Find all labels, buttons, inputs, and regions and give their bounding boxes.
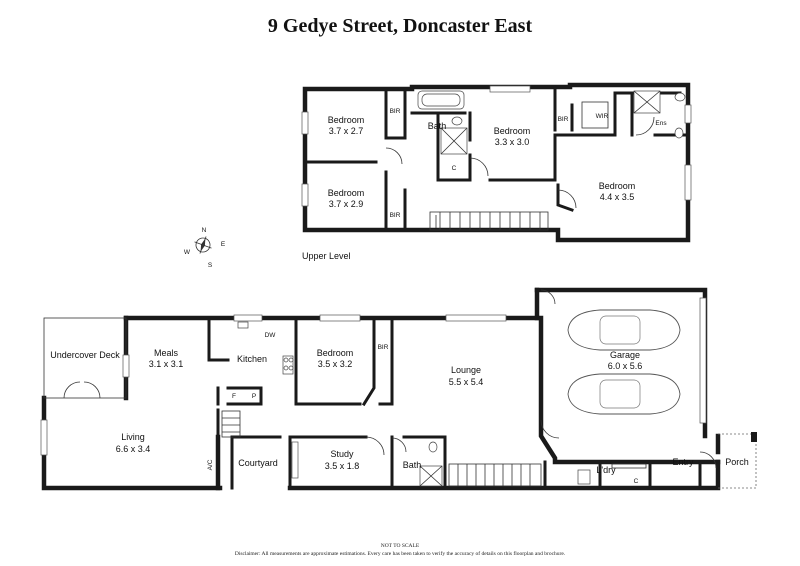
living-name: Living bbox=[121, 432, 145, 442]
kitchen-label: Kitchen bbox=[237, 354, 267, 364]
entry-label: Entry bbox=[672, 457, 694, 467]
porch-label: Porch bbox=[725, 457, 749, 467]
ground-bedroom-size: 3.5 x 3.2 bbox=[318, 359, 353, 369]
disclaimer: Disclaimer: All measurements are approxi… bbox=[235, 550, 566, 557]
compass-n: N bbox=[202, 227, 207, 234]
ground-bath-label: Bath bbox=[403, 460, 422, 470]
compass-s: S bbox=[208, 262, 213, 269]
ground-level-plan: Undercover Deck Meals 3.1 x 3.1 Kitchen … bbox=[40, 287, 757, 491]
garage-name: Garage bbox=[610, 350, 640, 360]
upper-cupboard-label: C bbox=[452, 165, 457, 172]
garage-size: 6.0 x 5.6 bbox=[608, 361, 643, 371]
lounge-size: 5.5 x 5.4 bbox=[449, 377, 484, 387]
upper-bir3-label: BIR bbox=[558, 116, 569, 123]
upper-bath-label: Bath bbox=[428, 121, 447, 131]
upper-bedroom1-name: Bedroom bbox=[328, 115, 365, 125]
compass-w: W bbox=[184, 249, 191, 256]
wir-label: WIR bbox=[596, 113, 609, 120]
meals-name: Meals bbox=[154, 348, 179, 358]
upper-bedroom1-size: 3.7 x 2.7 bbox=[329, 126, 364, 136]
dw-label: DW bbox=[265, 332, 277, 339]
upper-bedroom3-size: 3.3 x 3.0 bbox=[495, 137, 530, 147]
upper-bedroom2-size: 3.7 x 2.9 bbox=[329, 199, 364, 209]
upper-level-plan: Bedroom 3.7 x 2.7 Bedroom 3.7 x 2.9 Bedr… bbox=[301, 82, 692, 261]
meals-size: 3.1 x 3.1 bbox=[149, 359, 184, 369]
ground-bedroom-name: Bedroom bbox=[317, 348, 354, 358]
upper-bedroom3-name: Bedroom bbox=[494, 126, 531, 136]
study-size: 3.5 x 1.8 bbox=[325, 461, 360, 471]
fridge-label: F bbox=[232, 393, 236, 400]
pantry-label: P bbox=[252, 393, 256, 400]
not-to-scale: NOT TO SCALE bbox=[381, 543, 420, 549]
upper-bedroom4-size: 4.4 x 3.5 bbox=[600, 192, 635, 202]
upper-level-label: Upper Level bbox=[302, 251, 351, 261]
upper-bedroom2-name: Bedroom bbox=[328, 188, 365, 198]
courtyard-label: Courtyard bbox=[238, 458, 278, 468]
compass-icon bbox=[194, 236, 212, 254]
deck-label: Undercover Deck bbox=[50, 350, 120, 360]
car-icon bbox=[567, 373, 681, 415]
upper-bedroom4-name: Bedroom bbox=[599, 181, 636, 191]
ground-cupboard-label: C bbox=[634, 478, 639, 485]
upper-bir1-label: BIR bbox=[390, 108, 401, 115]
study-name: Study bbox=[330, 449, 354, 459]
living-size: 6.6 x 3.4 bbox=[116, 444, 151, 454]
laundry-label: L'dry bbox=[596, 465, 616, 475]
ac-label: A/C bbox=[207, 459, 214, 470]
ens-label: Ens bbox=[655, 120, 667, 127]
lounge-name: Lounge bbox=[451, 365, 481, 375]
ground-bir-label: BIR bbox=[378, 344, 389, 351]
page-title: 9 Gedye Street, Doncaster East bbox=[268, 15, 533, 37]
upper-bir2-label: BIR bbox=[390, 212, 401, 219]
compass-e: E bbox=[221, 241, 226, 248]
car-icon bbox=[567, 309, 681, 351]
